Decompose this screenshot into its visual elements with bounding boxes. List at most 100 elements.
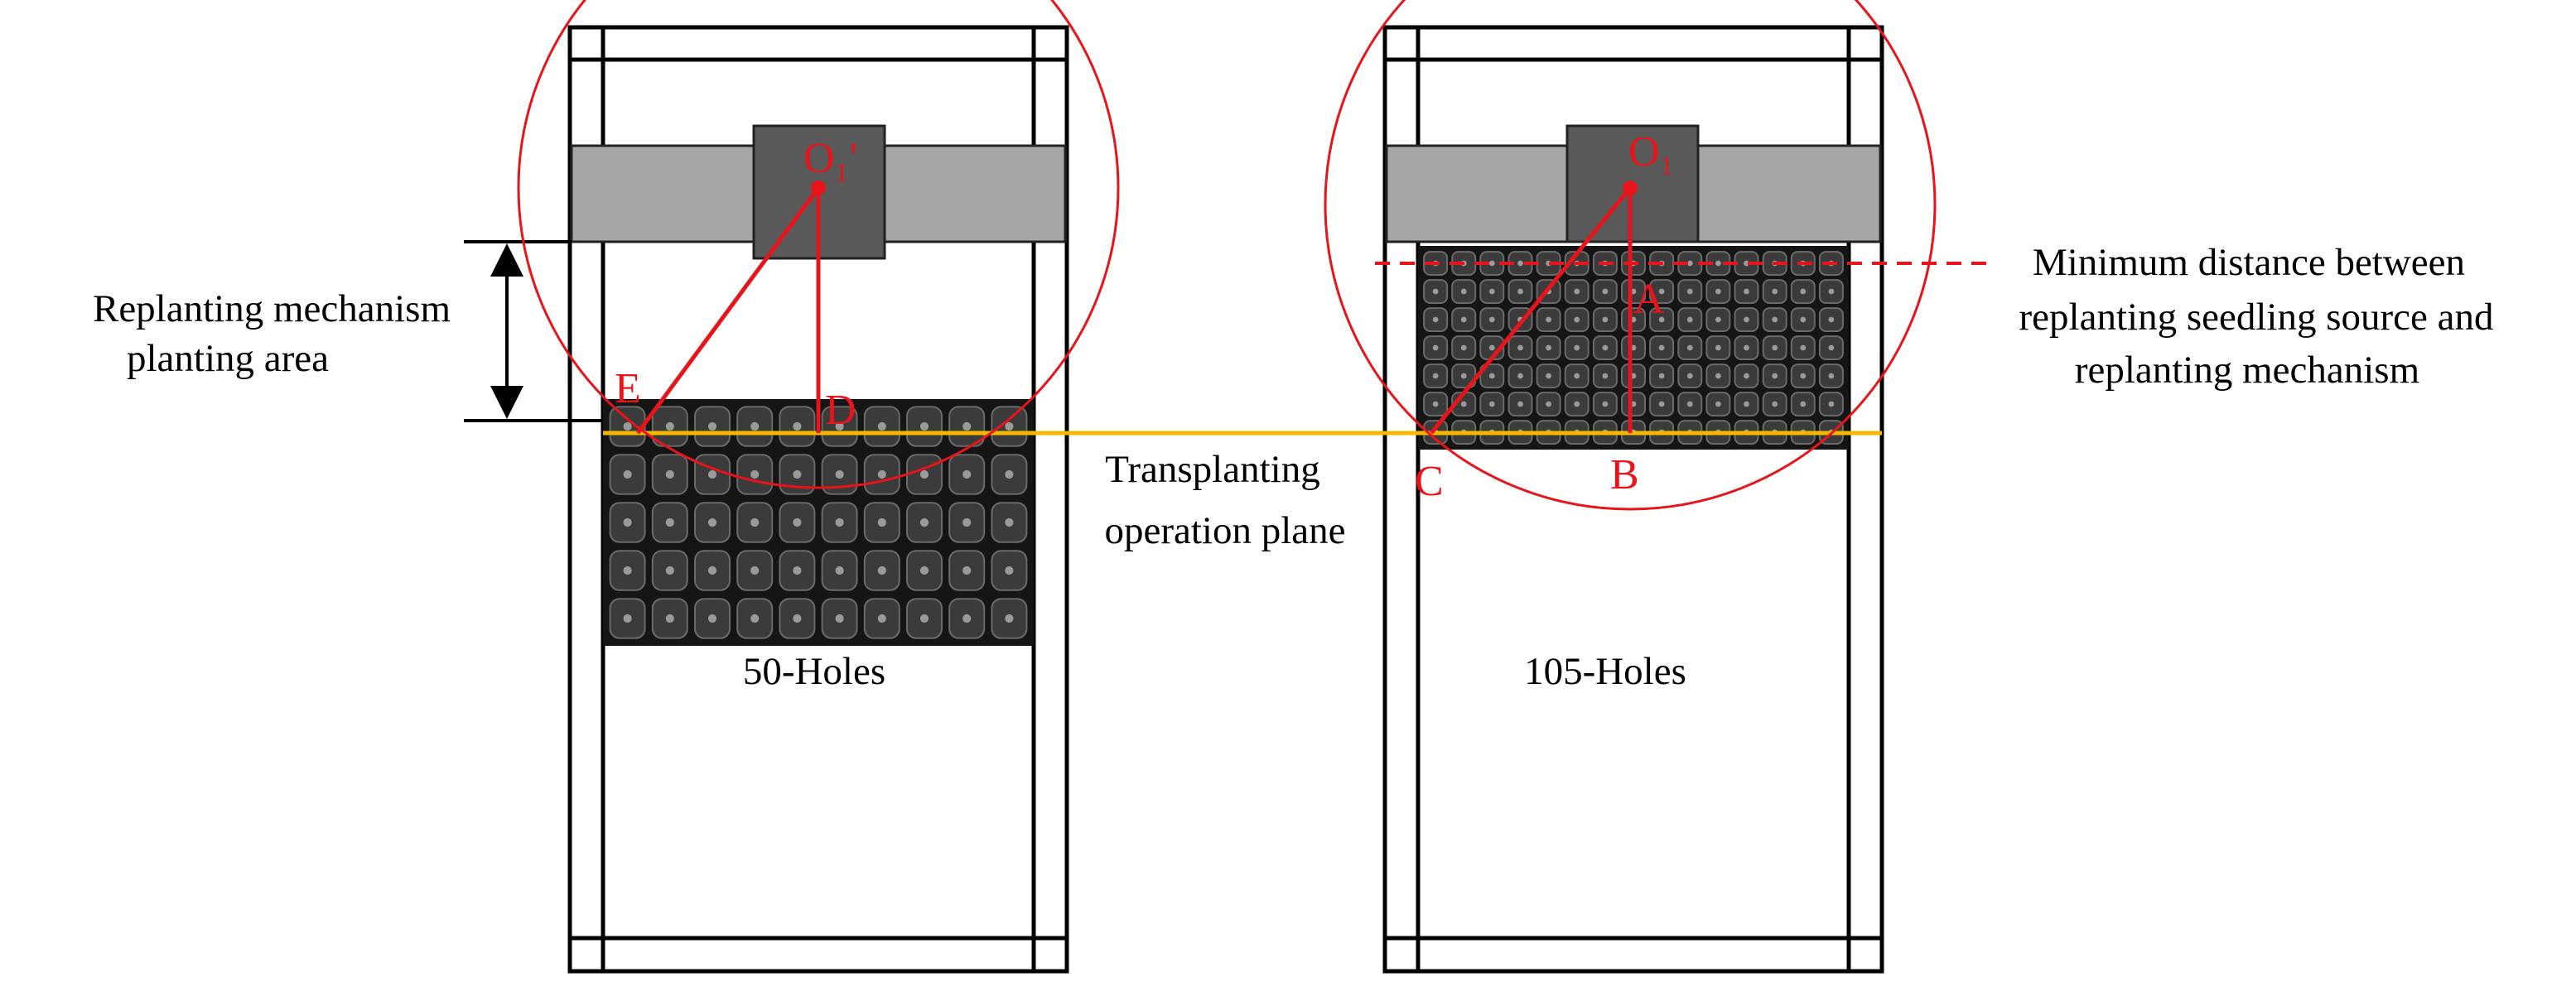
tray-cell-hole <box>793 614 802 623</box>
tray-cell-hole <box>962 517 972 527</box>
planting-area-dimension <box>464 240 603 422</box>
tray-cell-hole <box>750 421 760 431</box>
point-label-a: A <box>1633 276 1665 323</box>
tray-cell-hole <box>1828 373 1835 379</box>
tray-cell-hole <box>1744 288 1749 295</box>
tray-cell-hole <box>750 517 760 527</box>
tray-cell-hole <box>835 566 844 575</box>
tray-cell-hole <box>707 469 717 479</box>
tray-cell-hole <box>1658 288 1665 295</box>
tray-cell-hole <box>1574 288 1580 295</box>
tray-cell-hole <box>1460 316 1467 323</box>
tray-cell-hole <box>1658 373 1665 379</box>
tray-cell-hole <box>1546 316 1551 323</box>
tray-cell-hole <box>1772 344 1778 351</box>
tray-cell-hole <box>623 614 632 623</box>
tray-cell-hole <box>623 517 632 527</box>
tray-cell-hole <box>1005 614 1014 623</box>
tray-right-label: 105-Holes <box>1524 650 1686 693</box>
tray-cell-hole <box>1686 373 1693 379</box>
tray-cell-hole <box>1602 373 1609 379</box>
tray-left-label: 50-Holes <box>743 650 885 693</box>
tray-cell-hole <box>1574 373 1580 379</box>
tray-cell-hole <box>623 566 632 575</box>
tray-cell-hole <box>1602 288 1609 295</box>
tray-cell-hole <box>1686 288 1693 295</box>
tray-cell-hole <box>750 566 760 575</box>
tray-cell-hole <box>665 566 674 575</box>
tray-cell-hole <box>1517 260 1523 267</box>
left-geometry <box>635 186 821 435</box>
tray-cell-hole <box>1574 401 1580 407</box>
tray-cell-hole <box>1005 566 1014 575</box>
tray-cell-hole <box>962 469 972 479</box>
point-label-o1-prime: O₁' <box>803 135 857 182</box>
tray-cell-hole <box>1800 316 1807 323</box>
tray-cell-hole <box>1800 344 1807 351</box>
tray-cell-hole <box>665 517 674 527</box>
tray-cell-hole <box>707 614 717 623</box>
tray-cell-hole <box>835 421 844 431</box>
tray-cell-hole <box>835 469 844 479</box>
tray-cell-hole <box>1546 344 1551 351</box>
tray-cell-hole <box>750 469 760 479</box>
point-o1-marker <box>1623 181 1638 195</box>
tray-cell-hole <box>1715 288 1721 295</box>
tray-cell-hole <box>665 421 674 431</box>
tray-cell-hole <box>962 566 972 575</box>
point-label-d: D <box>825 387 856 434</box>
tray-cell-hole <box>919 517 929 527</box>
operation-plane-label-line1: Transplanting <box>1105 448 1319 491</box>
tray-cell-hole <box>1715 401 1721 407</box>
tray-cell-hole <box>1432 401 1439 407</box>
tray-cell-hole <box>1686 344 1693 351</box>
tray-cell-hole <box>1800 373 1807 379</box>
tray-cell-hole <box>1546 373 1551 379</box>
tray-cell-hole <box>665 469 674 479</box>
tray-cell-hole <box>1715 316 1721 323</box>
tray-cell-hole <box>1744 401 1749 407</box>
tray-cell-hole <box>1432 373 1439 379</box>
tray-cell-hole <box>1715 373 1721 379</box>
tray-cell-hole <box>1744 316 1749 323</box>
tray-cell-hole <box>1715 344 1721 351</box>
tray-cell-hole <box>1772 373 1778 379</box>
tray-cell-hole <box>665 614 674 623</box>
tray-cell-hole <box>1658 344 1665 351</box>
tray-cell-hole <box>1715 260 1721 267</box>
tray-cell-hole <box>919 566 929 575</box>
right-tray-cells <box>1423 251 1844 445</box>
tray-cell-hole <box>1602 344 1609 351</box>
point-label-o1: O₁ <box>1628 128 1675 176</box>
tray-cell-hole <box>1488 288 1495 295</box>
tray-cell-hole <box>1488 316 1495 323</box>
tray-cell-hole <box>835 517 844 527</box>
tray-cell-hole <box>919 469 929 479</box>
tray-cell-hole <box>1658 316 1665 323</box>
tray-cell-hole <box>1828 316 1835 323</box>
tray-cell-hole <box>1460 288 1467 295</box>
tray-cell-hole <box>1432 288 1439 295</box>
tray-cell-hole <box>1828 401 1835 407</box>
tray-cell-hole <box>1432 316 1439 323</box>
min-distance-label-line1: Minimum distance between <box>2033 241 2465 284</box>
tray-cell-hole <box>1546 401 1551 407</box>
tray-cell-hole <box>793 517 802 527</box>
tray-cell-hole <box>1460 344 1467 351</box>
tray-cell-hole <box>1574 316 1580 323</box>
planting-area-label-line2: planting area <box>127 337 329 380</box>
tray-cell-hole <box>1828 288 1835 295</box>
tray-cell-hole <box>1488 344 1495 351</box>
tray-cell-hole <box>1828 344 1835 351</box>
tray-cell-hole <box>1488 401 1495 407</box>
tray-cell-hole <box>877 421 886 431</box>
tray-cell-hole <box>919 421 929 431</box>
tray-cell-hole <box>1686 260 1693 267</box>
tray-cell-hole <box>1517 344 1523 351</box>
point-o1-prime-marker <box>811 181 826 195</box>
tray-cell-hole <box>877 517 886 527</box>
tray-cell-hole <box>1602 316 1609 323</box>
tray-cell-hole <box>1800 401 1807 407</box>
tray-cell-hole <box>1432 344 1439 351</box>
